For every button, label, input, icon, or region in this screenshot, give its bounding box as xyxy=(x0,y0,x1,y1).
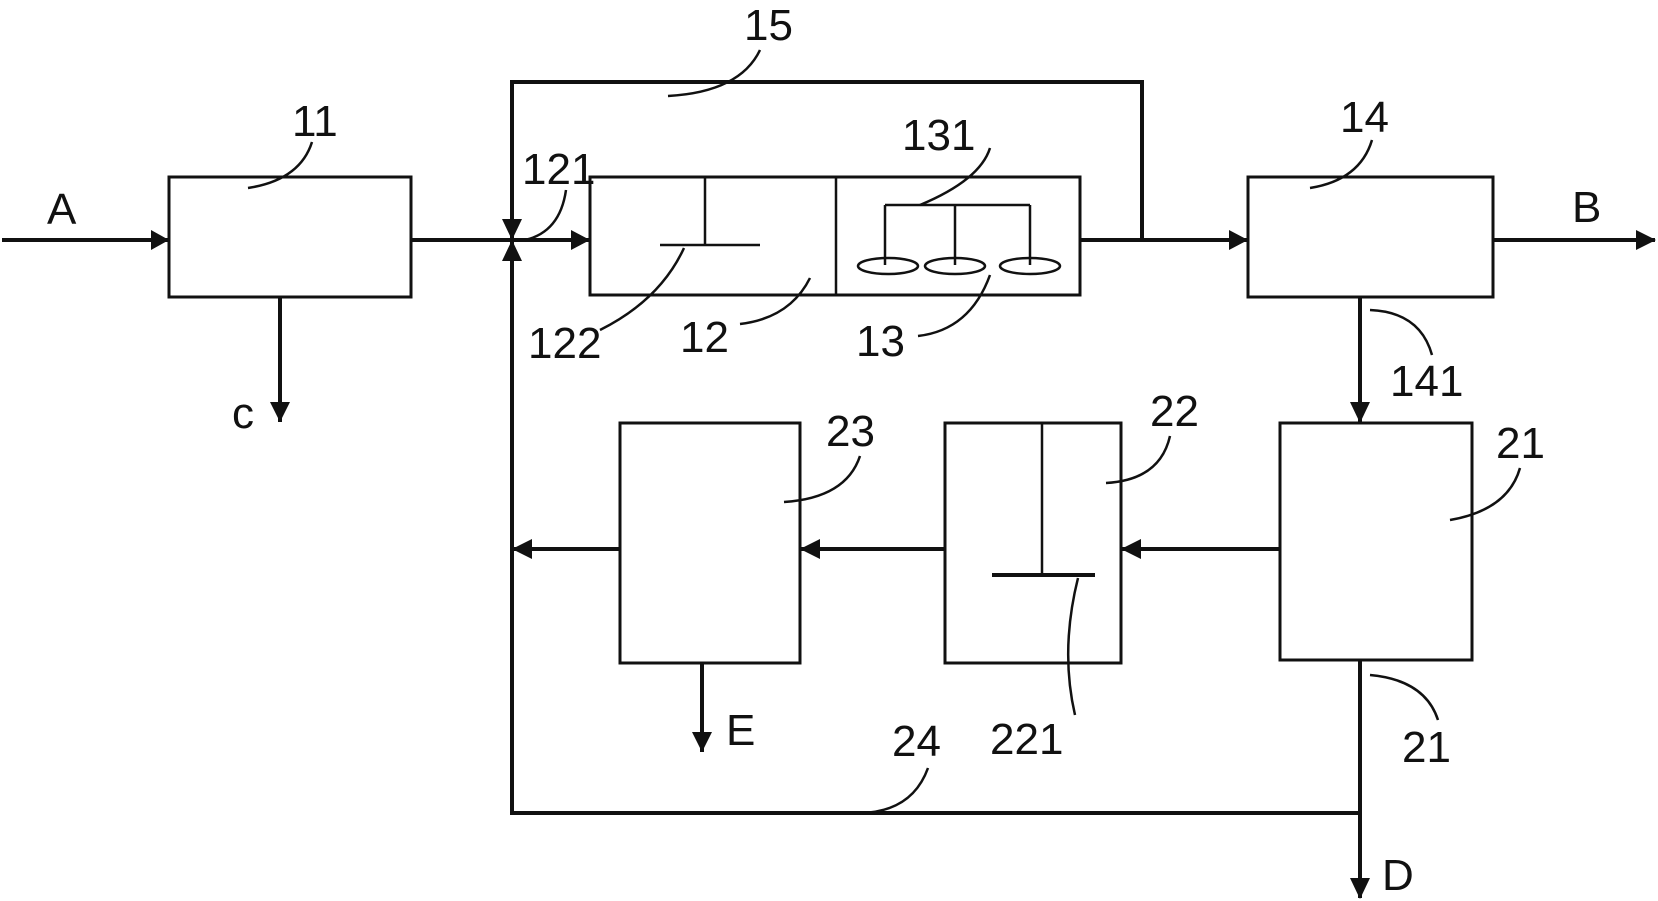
label-22: 22 xyxy=(1150,387,1199,436)
label-221: 221 xyxy=(990,715,1063,764)
arrowhead-C xyxy=(270,402,290,422)
flow-15-recycle xyxy=(510,80,1144,240)
arrowhead-D xyxy=(1350,878,1370,899)
label-13: 13 xyxy=(856,317,905,366)
leader-221 xyxy=(1066,577,1080,716)
diffuser-13-a xyxy=(856,256,920,276)
leader-21-outlet xyxy=(1369,673,1440,721)
block-22 xyxy=(943,421,1123,665)
leader-24 xyxy=(859,767,930,815)
leader-122 xyxy=(599,247,686,332)
flow-24-return xyxy=(510,240,1360,815)
arrowhead-14 xyxy=(1229,230,1248,250)
arrowhead-A xyxy=(151,230,169,250)
label-23: 23 xyxy=(826,407,875,456)
leader-11 xyxy=(247,141,314,190)
arrowhead-141 xyxy=(1350,402,1370,423)
label-C: c xyxy=(232,389,254,438)
arrowhead-121 xyxy=(571,230,590,250)
leader-141 xyxy=(1369,308,1434,356)
label-141: 141 xyxy=(1390,357,1463,406)
label-131: 131 xyxy=(902,111,975,160)
leader-121 xyxy=(524,189,568,242)
block-23 xyxy=(618,421,802,665)
diffuser-13-b xyxy=(923,256,987,276)
label-15: 15 xyxy=(744,1,793,50)
arrowhead-15 xyxy=(502,219,522,240)
label-B: B xyxy=(1572,183,1601,232)
leader-22 xyxy=(1105,435,1172,485)
label-12: 12 xyxy=(680,313,729,362)
label-11: 11 xyxy=(292,97,338,146)
label-121: 121 xyxy=(522,145,595,194)
block-11 xyxy=(167,175,413,299)
arrowhead-B xyxy=(1636,230,1656,250)
label-A: A xyxy=(47,185,77,234)
arrowhead-23 xyxy=(800,539,820,559)
leader-15 xyxy=(667,49,762,98)
arrowhead-22 xyxy=(1121,539,1141,559)
block-21 xyxy=(1278,421,1474,662)
label-122: 122 xyxy=(528,319,601,368)
leader-13 xyxy=(917,274,992,338)
diffuser-13-c xyxy=(998,256,1062,276)
arrowhead-E xyxy=(692,732,712,752)
leader-131 xyxy=(919,147,992,207)
label-21-block: 21 xyxy=(1496,419,1545,468)
label-24: 24 xyxy=(892,717,941,766)
arrowhead-23-return xyxy=(512,539,532,559)
arrowhead-24 xyxy=(502,240,522,261)
label-14: 14 xyxy=(1340,93,1389,142)
label-E: E xyxy=(726,706,755,755)
block-14 xyxy=(1246,175,1495,299)
leader-21-block xyxy=(1449,467,1522,522)
leader-12 xyxy=(739,277,812,326)
leader-23 xyxy=(783,455,862,504)
label-21-outlet: 21 xyxy=(1402,723,1451,772)
label-D: D xyxy=(1382,851,1414,900)
leader-14 xyxy=(1309,139,1374,190)
